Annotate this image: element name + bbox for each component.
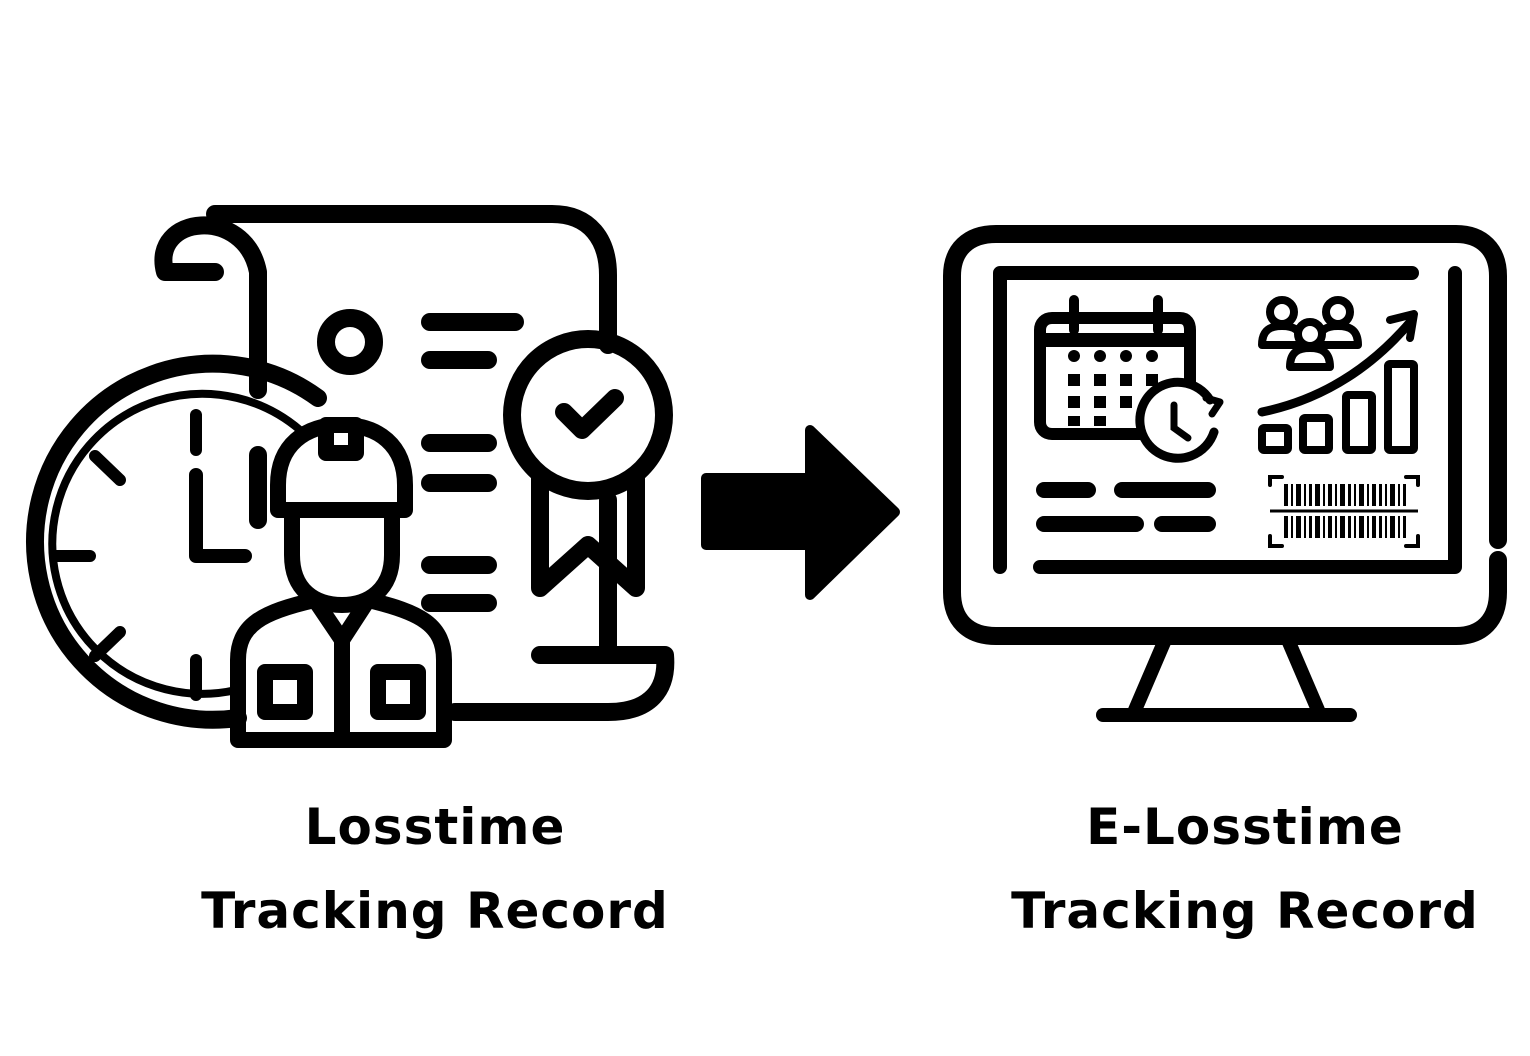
clock-icon (26, 354, 327, 729)
certified-badge-icon (503, 330, 673, 597)
e-losstime-caption-line1: E-Losstime (1086, 798, 1404, 856)
text-lines-icon (1036, 482, 1216, 532)
calendar-clock-icon (1034, 295, 1224, 463)
monitor-icon (943, 225, 1507, 722)
losstime-caption: Losstime Tracking Record (180, 785, 690, 953)
losstime-caption-line2: Tracking Record (201, 882, 669, 940)
barcode-icon (1268, 475, 1420, 548)
e-losstime-caption: E-Losstime Tracking Record (990, 785, 1500, 953)
people-icon (1258, 296, 1362, 371)
growth-chart-icon (1257, 296, 1418, 454)
e-losstime-caption-line2: Tracking Record (1011, 882, 1479, 940)
losstime-caption-line1: Losstime (304, 798, 566, 856)
worker-icon (230, 417, 452, 748)
right-arrow-icon (701, 425, 900, 600)
paper-record-icon (154, 205, 675, 721)
